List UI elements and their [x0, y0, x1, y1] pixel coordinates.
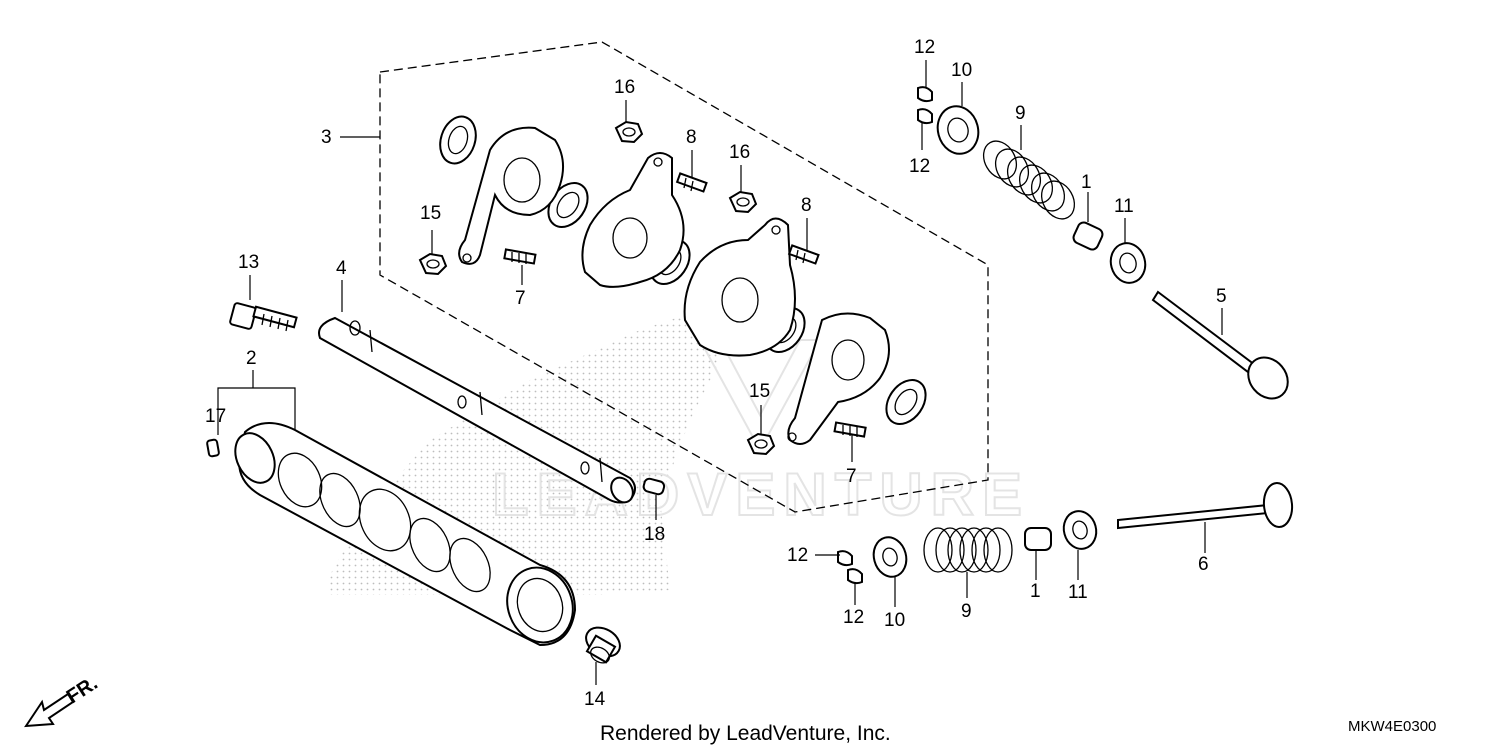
valve-retainer	[872, 536, 908, 578]
callout-2: 2	[246, 348, 257, 369]
callout-9-lower: 9	[961, 601, 972, 622]
callout-18: 18	[644, 524, 665, 545]
valve-stem-seal	[1072, 221, 1104, 251]
callout-7-right: 7	[846, 466, 857, 487]
render-credit: Rendered by LeadVenture, Inc.	[600, 722, 891, 745]
callout-12-upper-bottom: 12	[909, 156, 930, 177]
front-direction-arrow: FR.	[24, 672, 102, 728]
callout-10-upper: 10	[951, 60, 972, 81]
dowel-pin	[206, 438, 220, 458]
callout-12-lower-bottom: 12	[843, 607, 864, 628]
rocker-shaft	[318, 316, 636, 504]
callout-17: 17	[205, 406, 226, 427]
callout-13: 13	[238, 252, 259, 273]
rocker-washer	[439, 115, 477, 165]
callout-12-lower-left: 12	[787, 545, 808, 566]
rocker-washer	[885, 379, 927, 425]
callout-6: 6	[1198, 554, 1209, 575]
intake-valve	[1117, 482, 1294, 530]
adjusting-screw	[833, 421, 867, 438]
spring-seat	[1062, 510, 1098, 550]
callout-14: 14	[584, 689, 606, 710]
callout-4: 4	[336, 258, 347, 279]
valve-spring	[923, 527, 1013, 573]
callout-9-upper: 9	[1015, 103, 1026, 124]
rocker-arm	[683, 217, 796, 357]
leader-lines	[217, 60, 1223, 685]
adjusting-screw	[503, 248, 537, 265]
callout-16-left: 16	[614, 77, 635, 98]
valve-retainer	[936, 105, 980, 155]
shaft-bolt	[229, 302, 298, 332]
lock-screw	[787, 244, 820, 265]
callout-5: 5	[1216, 286, 1227, 307]
callout-11-lower: 11	[1068, 582, 1088, 603]
callout-8-left: 8	[686, 127, 697, 148]
exhaust-valve	[1151, 290, 1289, 400]
valve-stem-seal	[1024, 527, 1052, 551]
rocker-assembly-outline	[379, 41, 989, 513]
callout-1-lower: 1	[1030, 581, 1041, 602]
callout-12-upper-top: 12	[914, 37, 935, 58]
callout-11-upper: 11	[1114, 196, 1134, 217]
rocker-arm	[581, 152, 685, 288]
dowel-pin	[642, 477, 666, 496]
valve-cotter	[837, 550, 863, 585]
diagram-code: MKW4E0300	[1348, 718, 1436, 735]
spring-seat	[1109, 242, 1147, 284]
hex-nut	[614, 120, 644, 144]
hex-nut	[418, 252, 448, 276]
hex-nut	[746, 432, 776, 456]
lock-screw	[675, 172, 708, 193]
hex-nut	[728, 190, 758, 214]
rocker-arm	[787, 312, 890, 445]
camshaft	[234, 422, 577, 647]
callout-15-left: 15	[420, 203, 441, 224]
callout-15-right: 15	[749, 381, 770, 402]
rocker-arm	[458, 126, 565, 265]
callout-10-lower: 10	[884, 610, 905, 631]
callout-3: 3	[321, 127, 332, 148]
callout-16-right: 16	[729, 142, 750, 163]
callout-1-upper: 1	[1081, 172, 1092, 193]
camshaft-plug	[585, 626, 621, 664]
callout-8-right: 8	[801, 195, 812, 216]
callout-7-left: 7	[515, 288, 526, 309]
valve-cotter	[917, 86, 933, 125]
valve-spring	[982, 140, 1076, 220]
